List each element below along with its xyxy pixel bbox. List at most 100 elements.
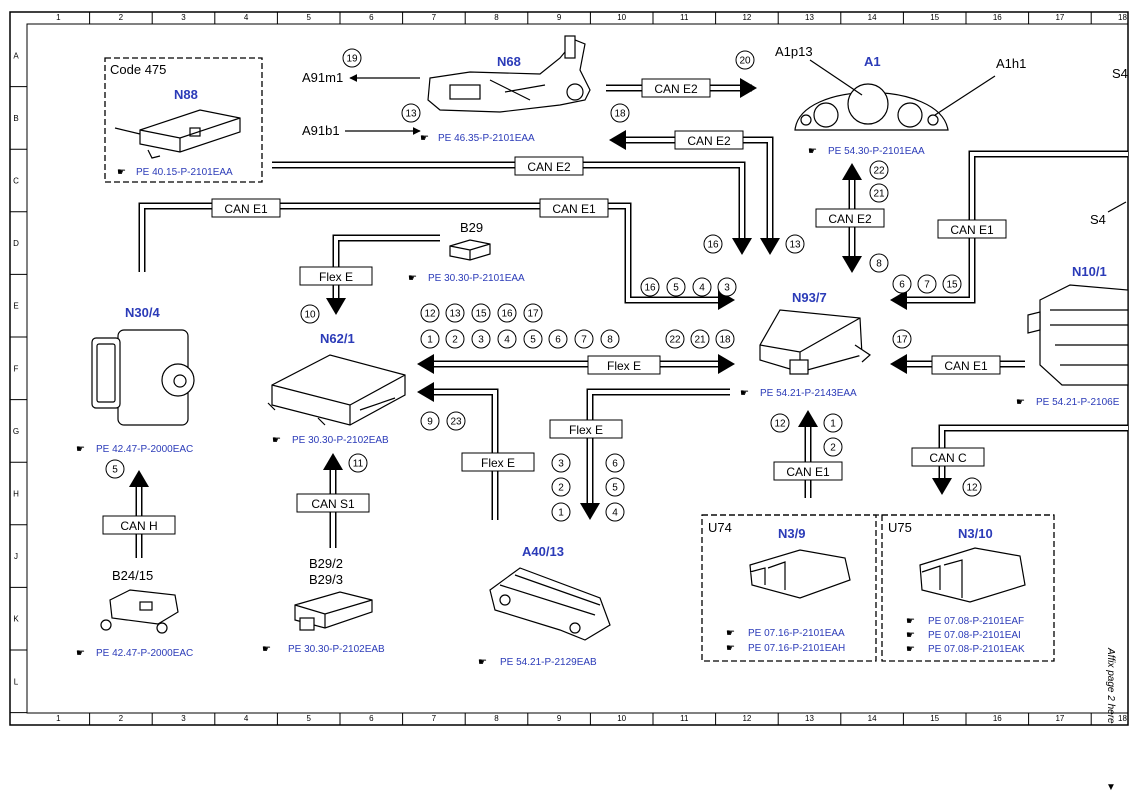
signal-number-r1_12: 12 (420, 303, 440, 323)
can-e1-bus-right: CAN E1 (890, 150, 1128, 310)
svg-text:8: 8 (876, 259, 882, 270)
column-label: 6 (369, 13, 374, 22)
svg-text:9: 9 (427, 417, 433, 428)
svg-text:☛: ☛ (478, 657, 487, 668)
can-c-bus: CAN C (911, 424, 1128, 495)
svg-text:17: 17 (896, 335, 908, 346)
svg-text:1: 1 (830, 419, 836, 430)
column-label: 18 (1118, 13, 1127, 22)
signal-number-r2_1: 1 (420, 329, 440, 349)
affix-page-note: Affix page 2 here (1105, 647, 1116, 724)
svg-text:15: 15 (475, 309, 487, 320)
signal-number-n12b: 12 (962, 477, 982, 497)
signal-number-r2_4: 4 (497, 329, 517, 349)
n68-label: N68 (497, 54, 521, 69)
svg-text:☛: ☛ (726, 628, 735, 639)
signal-number-r1_13: 13 (445, 303, 465, 323)
can-e2-bus-d: CAN E2 (815, 163, 885, 273)
signal-number-n5b: 5 (105, 459, 125, 479)
svg-text:7: 7 (581, 335, 587, 346)
signal-number-r1_16: 16 (497, 303, 517, 323)
svg-text:PE 07.16-P-2101EAH: PE 07.16-P-2101EAH (748, 643, 845, 654)
column-label: 11 (680, 13, 689, 22)
svg-text:☛: ☛ (906, 616, 915, 627)
n88-code-label: Code 475 (110, 62, 166, 77)
flex-e-bus-b29: Flex E (299, 234, 440, 315)
svg-text:2: 2 (558, 483, 564, 494)
svg-text:4: 4 (612, 508, 618, 519)
column-label: 5 (306, 13, 311, 22)
n62-1-module-icon (267, 354, 406, 426)
svg-text:16: 16 (501, 309, 513, 320)
n62-1-ref: ☛ PE 30.30-P-2102EAB (272, 435, 389, 446)
svg-text:CAN E1: CAN E1 (950, 223, 994, 237)
column-label: 7 (432, 13, 437, 22)
svg-text:CAN E1: CAN E1 (552, 202, 596, 216)
flex-e-bus-n62: Flex E (417, 382, 535, 520)
svg-text:13: 13 (789, 240, 801, 251)
column-label: 6 (369, 714, 374, 723)
signal-number-n11: 11 (348, 453, 368, 473)
n10-1-ref: ☛ PE 54.21-P-2106E (1016, 397, 1120, 408)
signal-number-n6a: 6 (892, 274, 912, 294)
svg-text:6: 6 (555, 335, 561, 346)
svg-text:2: 2 (452, 335, 458, 346)
column-label: 3 (181, 714, 186, 723)
svg-text:☛: ☛ (272, 435, 281, 446)
svg-text:1: 1 (558, 508, 564, 519)
column-label: 9 (557, 13, 562, 22)
b29-sensor-icon (449, 239, 491, 261)
signal-number-n22a: 22 (869, 160, 889, 180)
svg-text:20: 20 (739, 56, 751, 67)
svg-text:11: 11 (353, 459, 364, 470)
signal-number-r2_3: 3 (471, 329, 491, 349)
n30-4-label: N30/4 (125, 305, 160, 320)
signal-number-n3a: 3 (717, 277, 737, 297)
svg-text:23: 23 (450, 417, 462, 428)
signal-number-n18b: 18 (715, 329, 735, 349)
signal-number-n16b: 16 (640, 277, 660, 297)
column-label: 4 (244, 714, 249, 723)
svg-text:PE 42.47-P-2000EAC: PE 42.47-P-2000EAC (96, 444, 193, 455)
svg-text:PE 30.30-P-2102EAB: PE 30.30-P-2102EAB (288, 644, 385, 655)
signal-number-n10: 10 (300, 304, 320, 324)
n10-1-label: N10/1 (1072, 264, 1107, 279)
column-label: 10 (617, 13, 626, 22)
column-label: 14 (868, 13, 877, 22)
signal-number-n4a: 4 (692, 277, 712, 297)
svg-text:22: 22 (669, 335, 681, 346)
row-label: H (13, 490, 19, 499)
svg-text:PE 54.30-P-2101EAA: PE 54.30-P-2101EAA (828, 146, 925, 157)
b29-2-sensor-icon (294, 591, 373, 631)
signal-number-n7a: 7 (917, 274, 937, 294)
s4-label-top: S4 (1112, 66, 1128, 81)
signal-number-r2_8: 8 (600, 329, 620, 349)
svg-text:☛: ☛ (76, 444, 85, 455)
svg-text:16: 16 (644, 283, 656, 294)
n88-code-box (104, 57, 263, 183)
svg-text:CAN E1: CAN E1 (944, 359, 988, 373)
n93-7-ref: ☛ PE 54.21-P-2143EAA (740, 388, 857, 399)
svg-text:3: 3 (724, 283, 730, 294)
signal-number-c4: 4 (605, 502, 625, 522)
signal-number-n13a: 13 (401, 103, 421, 123)
svg-text:PE 54.21-P-2106E: PE 54.21-P-2106E (1036, 397, 1120, 408)
svg-text:21: 21 (873, 189, 885, 200)
n68-module-icon (427, 35, 591, 113)
svg-text:5: 5 (530, 335, 536, 346)
svg-text:CAN E2: CAN E2 (654, 82, 698, 96)
svg-text:☛: ☛ (117, 167, 126, 178)
svg-text:4: 4 (504, 335, 510, 346)
u75-label: U75 (888, 520, 912, 535)
column-label: 16 (993, 714, 1002, 723)
row-label: L (14, 677, 19, 686)
svg-text:7: 7 (924, 280, 930, 291)
column-label: 2 (119, 13, 124, 22)
n3-10-ecu-icon (919, 547, 1026, 603)
svg-text:PE 07.08-P-2101EAF: PE 07.08-P-2101EAF (928, 616, 1024, 627)
u74-label: U74 (708, 520, 732, 535)
n62-1-label: N62/1 (320, 331, 355, 346)
